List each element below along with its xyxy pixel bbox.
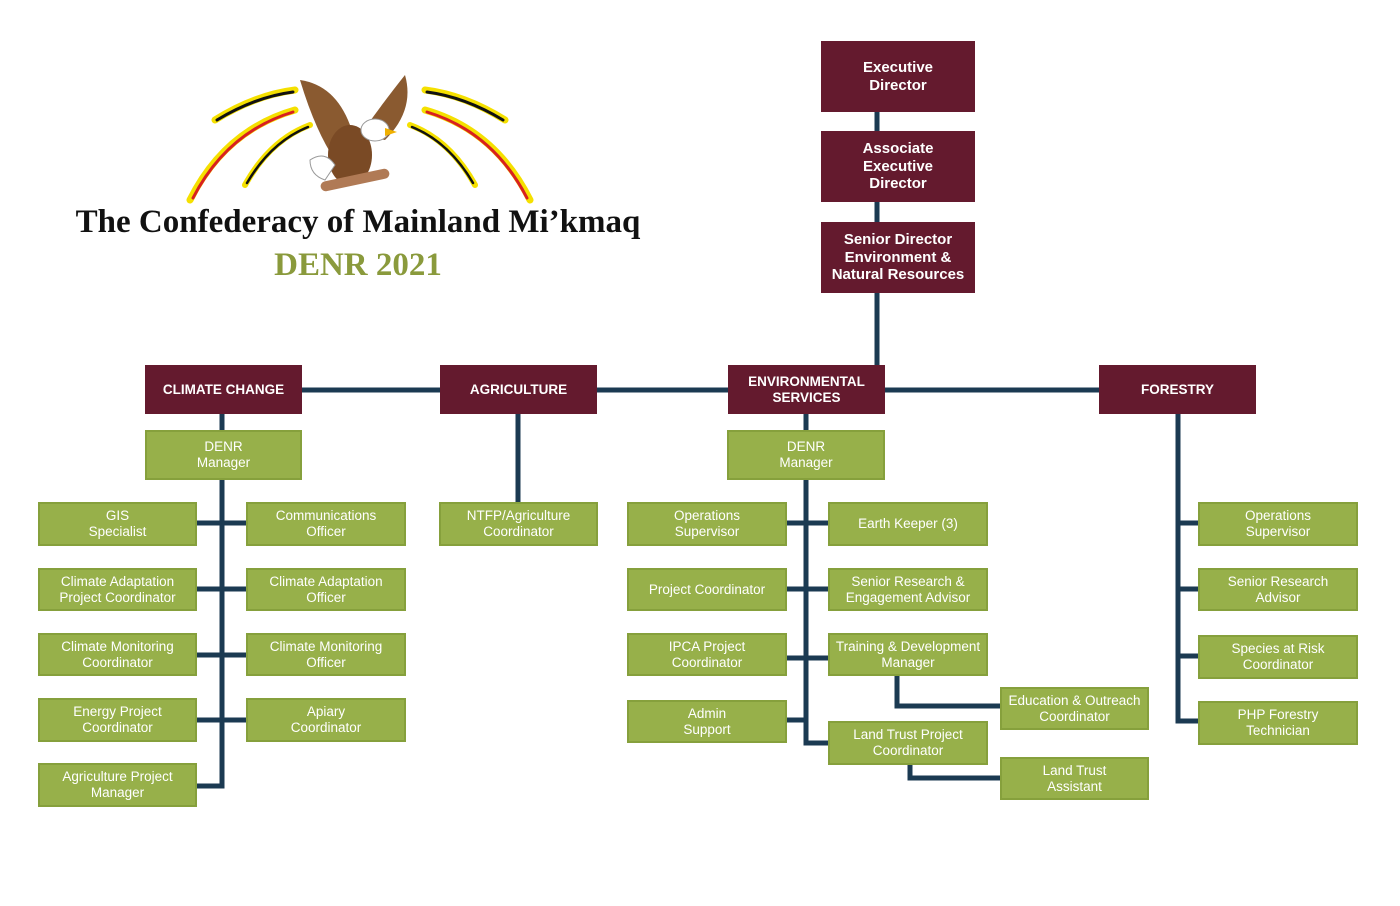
page-title: The Confederacy of Mainland Mi’kmaq [75,204,641,240]
climate-adaptation-project-coordinator: Climate Adaptation Project Coordinator [38,568,197,611]
gis-specialist: GIS Specialist [38,502,197,546]
associate-executive-director-box: Associate Executive Director [821,131,975,202]
admin-support: Admin Support [627,700,787,743]
ipca-project-coordinator: IPCA Project Coordinator [627,633,787,676]
communications-officer: Communications Officer [246,502,406,546]
land-trust-project-coordinator: Land Trust Project Coordinator [828,721,988,765]
training-development-manager: Training & Development Manager [828,633,988,676]
eagle-logo [186,75,534,204]
earth-keeper: Earth Keeper (3) [828,502,988,546]
energy-project-coordinator: Energy Project Coordinator [38,698,197,742]
executive-director-box: Executive Director [821,41,975,112]
env-denr-manager: DENR Manager [727,430,885,480]
dept-environmental-services: ENVIRONMENTAL SERVICES [728,365,885,414]
agriculture-project-manager: Agriculture Project Manager [38,763,197,807]
forestry-senior-research-advisor: Senior Research Advisor [1198,568,1358,611]
senior-director-box: Senior Director Environment & Natural Re… [821,222,975,293]
dept-climate-change: CLIMATE CHANGE [145,365,302,414]
apiary-coordinator: Apiary Coordinator [246,698,406,742]
forestry-operations-supervisor: Operations Supervisor [1198,502,1358,546]
dept-forestry: FORESTRY [1099,365,1256,414]
dept-agriculture: AGRICULTURE [440,365,597,414]
project-coordinator: Project Coordinator [627,568,787,611]
climate-monitoring-coordinator: Climate Monitoring Coordinator [38,633,197,676]
ntfp-agriculture-coordinator: NTFP/Agriculture Coordinator [439,502,598,546]
php-forestry-technician: PHP Forestry Technician [1198,701,1358,745]
land-trust-assistant: Land Trust Assistant [1000,757,1149,800]
climate-denr-manager: DENR Manager [145,430,302,480]
species-at-risk-coordinator: Species at Risk Coordinator [1198,635,1358,679]
page-subtitle: DENR 2021 [274,247,442,283]
education-outreach-coordinator: Education & Outreach Coordinator [1000,687,1149,730]
climate-monitoring-officer: Climate Monitoring Officer [246,633,406,676]
env-operations-supervisor: Operations Supervisor [627,502,787,546]
senior-research-engagement-advisor: Senior Research & Engagement Advisor [828,568,988,611]
climate-adaptation-officer: Climate Adaptation Officer [246,568,406,611]
